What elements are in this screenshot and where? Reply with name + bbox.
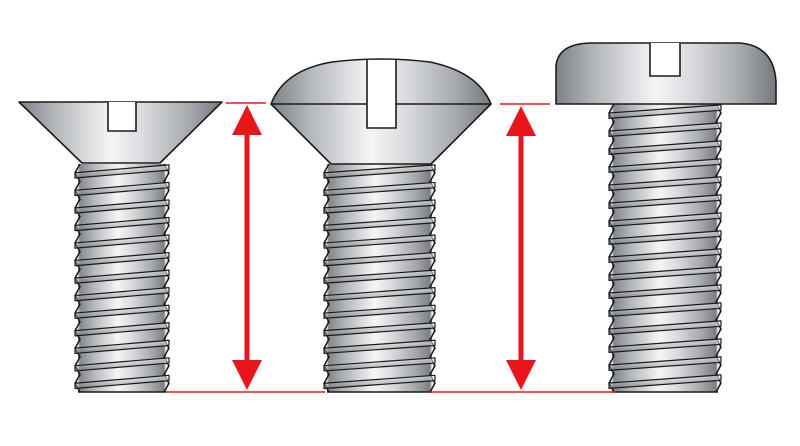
thread-crest [323,322,436,337]
thread-crest [608,302,722,317]
thread-crest [323,269,436,284]
thread-crest [608,284,722,299]
pan-screw-slot [649,43,681,77]
thread-crest [608,266,722,281]
thread-crest [608,158,722,173]
thread-crest [323,216,436,232]
thread-crest [74,339,170,355]
oval-screw-shank [323,163,436,393]
thread-crest [323,287,436,302]
thread-crest [323,164,436,179]
thread-crest [608,122,722,137]
thread-crest [323,304,436,319]
thread-crest [323,374,436,390]
length-indicator-oval [430,103,616,393]
thread-crest [323,234,436,249]
thread-crest [608,194,722,209]
thread-crest [608,356,722,371]
oval-head-screw [270,58,492,393]
thread-crest [608,248,722,263]
thread-crest [74,374,170,390]
thread-crest [323,181,436,197]
flat-screw-slot [107,102,137,132]
thread-crest [323,357,436,372]
flat-screw-head [18,101,223,164]
oval-screw-slot [366,60,397,129]
flat-screw-shank [74,163,170,393]
thread-crest [74,287,170,302]
thread-crest [74,199,170,214]
thread-crest [74,251,170,267]
length-indicator-flat [166,102,325,393]
thread-crest [608,176,722,191]
thread-crest [74,304,170,319]
thread-crest [74,234,170,249]
thread-crest [323,251,436,267]
thread-crest [608,338,722,353]
thread-crest [74,216,170,232]
thread-crest [74,269,170,284]
thread-crest [323,199,436,214]
thread-crest [608,104,722,119]
thread-crest [608,140,722,155]
thread-crest [74,322,170,337]
thread-crest [608,212,722,227]
thread-crest [74,181,170,197]
thread-crest [608,230,722,245]
pan-head-screw [555,42,777,393]
thread-crest [608,320,722,335]
pan-screw-shank [608,103,722,393]
thread-crest [608,374,722,389]
thread-crest [74,357,170,372]
thread-crest [74,164,170,179]
thread-crest [323,339,436,355]
flat-head-screw [18,101,223,393]
